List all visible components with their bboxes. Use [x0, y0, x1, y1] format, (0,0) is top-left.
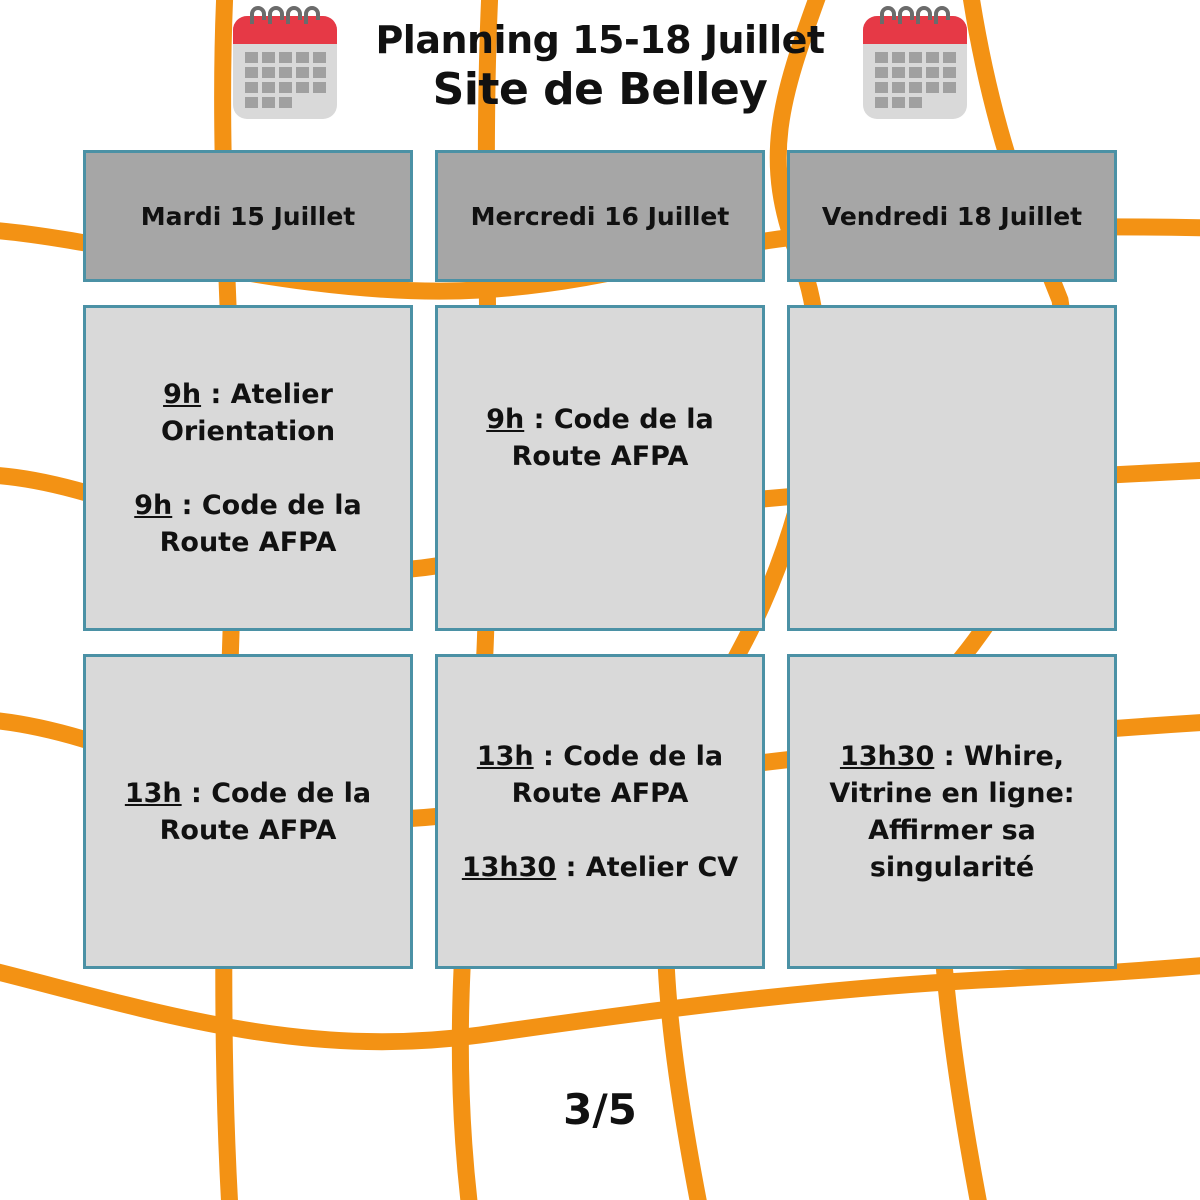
event: 13h30 : Atelier CV: [448, 849, 752, 886]
morning-cell-mardi: 9h : Atelier Orientation 9h : Code de la…: [83, 305, 413, 631]
morning-cell-vendredi: [787, 305, 1117, 631]
event-time: 9h: [486, 404, 525, 435]
event-text: : Atelier CV: [556, 851, 739, 883]
event-text: : Code de la Route AFPA: [511, 404, 714, 472]
page-title: Planning 15-18 Juillet: [375, 18, 825, 62]
page-subtitle: Site de Belley: [432, 64, 768, 115]
calendar-icon: [233, 6, 337, 119]
event-time: 9h: [163, 378, 202, 410]
page-number: 3/5: [563, 1085, 637, 1134]
event: 13h : Code de la Route AFPA: [448, 738, 752, 812]
calendar-icon: [863, 6, 967, 119]
event-text: : Code de la Route AFPA: [159, 777, 372, 846]
event-time: 13h30: [839, 740, 935, 772]
event-text: : Whire, Vitrine en ligne: Affirmer sa s…: [829, 740, 1075, 883]
event: 9h : Code de la Route AFPA: [96, 487, 400, 561]
event: 13h30 : Whire, Vitrine en ligne: Affirme…: [800, 738, 1104, 886]
event-text: : Code de la Route AFPA: [159, 489, 362, 558]
event-text: : Atelier Orientation: [160, 378, 336, 447]
event-time: 9h: [134, 489, 173, 521]
afternoon-cell-mercredi: 13h : Code de la Route AFPA 13h30 : Atel…: [435, 654, 765, 969]
event: 9h : Atelier Orientation: [96, 376, 400, 450]
event: 13h : Code de la Route AFPA: [96, 775, 400, 849]
event-text: : Code de la Route AFPA: [511, 740, 724, 809]
morning-cell-mercredi: 9h : Code de la Route AFPA: [435, 305, 765, 631]
afternoon-cell-vendredi: 13h30 : Whire, Vitrine en ligne: Affirme…: [787, 654, 1117, 969]
afternoon-cell-mardi: 13h : Code de la Route AFPA: [83, 654, 413, 969]
event-time: 13h: [476, 740, 534, 772]
event-time: 13h: [124, 777, 182, 809]
day-header-mardi: Mardi 15 Juillet: [83, 150, 413, 282]
day-header-vendredi: Vendredi 18 Juillet: [787, 150, 1117, 282]
event: 9h : Code de la Route AFPA: [448, 401, 752, 475]
event-time: 13h30: [461, 851, 557, 883]
day-header-mercredi: Mercredi 16 Juillet: [435, 150, 765, 282]
